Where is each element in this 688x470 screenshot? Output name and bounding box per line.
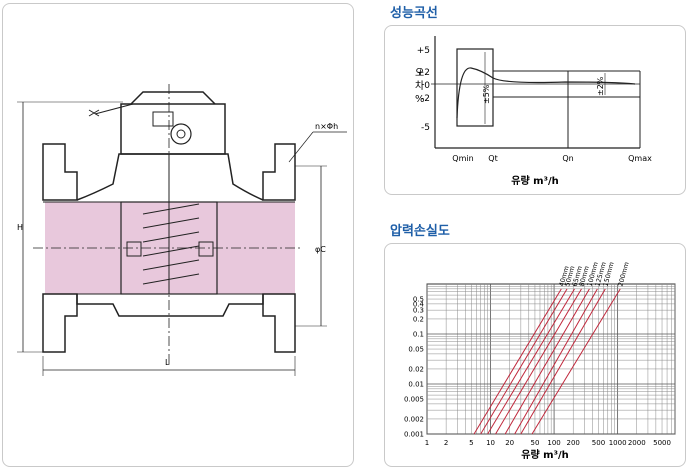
log-grid [426,283,676,435]
x-tick: 500 [592,439,605,447]
x-tick: 20 [505,439,514,447]
y-tick: -2 [421,94,430,104]
register-head [120,103,226,155]
y-tick: 0.4 [413,300,425,308]
x-tick: 5 [469,439,473,447]
y-tick: +5 [417,46,430,56]
left-flange-bottom [42,293,78,353]
y-tick: 0.001 [404,431,424,439]
y-tick: 0.01 [408,381,424,389]
dim-h-label: H [17,223,23,232]
y-tick: 0.5 [413,296,424,304]
y-tick: 0 [424,81,430,91]
error-curve [456,67,636,119]
y-tick: 0.3 [413,307,424,315]
series-line-40mm [473,288,562,435]
band-5pct [456,48,494,127]
loss-title: 압력손실도 [390,224,450,239]
y-label-char-1: 오 [415,68,424,79]
right-flange-top [262,143,296,201]
performance-chart: 오 차 % +5 +2 0 -2 -5 ±5% ±2% Qmin Qt Qn Q… [415,36,652,187]
series-lines [473,288,621,435]
dim-l-label: L [165,358,170,367]
y-tick: 0.002 [404,415,424,423]
x-tick: 200 [567,439,580,447]
left-flange-top [42,143,78,201]
series-line-80mm [495,288,582,435]
y-label-char-3: % [415,94,425,105]
x-tick: Qmin [452,154,473,163]
y-label-char-2: 차 [415,80,424,92]
x-tick: 10 [486,439,495,447]
series-line-50mm [480,288,568,435]
y-tick: 0.1 [413,331,424,339]
meter-drawing: H L φC n×Φh [17,84,347,376]
series-line-125mm [514,288,598,435]
x-tick: 2000 [628,439,646,447]
series-line-65mm [487,288,575,435]
series-line-100mm [504,288,590,435]
y-tick: 0.005 [404,396,424,404]
right-flange-bottom [262,293,296,353]
y-tick: 0.05 [408,346,424,354]
x-tick: Qt [488,154,497,163]
x-tick: 2 [444,439,448,447]
x-tick: 100 [547,439,560,447]
y-tick: 0.2 [413,315,424,323]
x-tick: 50 [530,439,539,447]
y-ticks: 0.50.40.30.2 0.1 0.05 0.02 0.01 0.005 0.002 0.0… [404,296,425,439]
x-axis-label: 유량 m³/h [511,175,558,187]
y-tick: -5 [421,123,430,133]
perf-title: 성능곡선 [390,6,438,21]
series-line-200mm [531,288,621,435]
series-line-150mm [520,288,606,435]
x-axis-label: 유량 m³/h [521,449,568,461]
band-5pct-label: ±5% [482,84,491,104]
series-label: 200mm [616,261,630,287]
drawing-panel: H L φC n×Φh [2,3,354,467]
x-tick: Qn [562,154,573,163]
x-tick: 1 [425,439,429,447]
y-tick: 0.02 [408,365,424,373]
dim-c-label: φC [315,245,326,254]
dim-bolt-label: n×Φh [315,122,338,131]
x-tick: Qmax [628,154,652,163]
band-2pct-label: ±2% [596,76,605,96]
y-tick: +2 [417,68,430,78]
x-tick: 5000 [653,439,671,447]
performance-panel: 오 차 % +5 +2 0 -2 -5 ±5% ±2% Qmin Qt Qn Q… [384,25,686,195]
x-tick: 1000 [609,439,627,447]
